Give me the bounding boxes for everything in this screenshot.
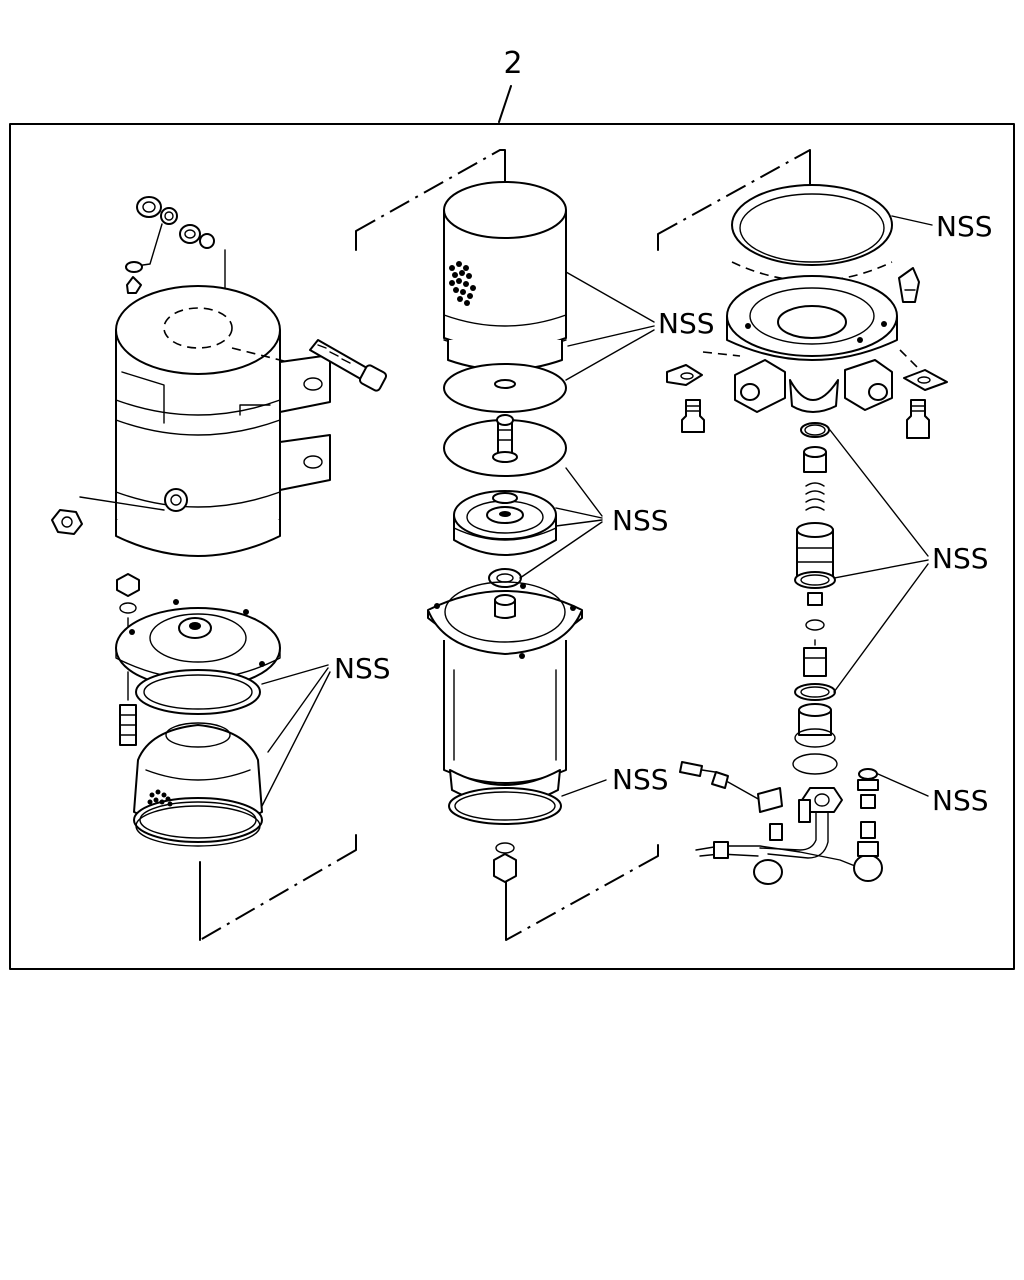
left-sediment-bowl (133, 722, 263, 847)
reference-leader (498, 85, 512, 123)
nss-1-leader (891, 215, 933, 226)
nss-7-leader (877, 773, 929, 797)
nss-6-leaders (561, 779, 607, 797)
nss-2-leaders (565, 271, 655, 381)
nss-callout-7: NSS (932, 784, 989, 817)
nss-5-leaders (829, 429, 929, 693)
nss-4-leaders (519, 467, 603, 579)
nss-3-leaders (261, 664, 331, 807)
center-filter-element (443, 181, 567, 371)
center-gasket-discs (443, 363, 567, 477)
nss-callout-3: NSS (334, 652, 391, 685)
left-top-fittings (125, 196, 226, 294)
nss-callout-2: NSS (658, 307, 715, 340)
nss-callout-6: NSS (612, 763, 669, 796)
nss-callout-4: NSS (612, 504, 669, 537)
center-drain-nut (493, 842, 517, 883)
right-filter-head (726, 275, 898, 413)
reference-number: 2 (503, 46, 522, 81)
left-housing (51, 285, 387, 557)
center-bowl-assembly (427, 568, 583, 825)
right-valve-stack (792, 422, 838, 775)
right-top-seal-ring (731, 184, 893, 282)
nss-callout-1: NSS (936, 210, 993, 243)
right-fuel-line-assembly (679, 761, 883, 885)
left-group-bracket (199, 149, 501, 941)
nss-callout-5: NSS (932, 542, 989, 575)
left-cover-assembly (115, 573, 281, 746)
right-head-hardware (666, 267, 948, 439)
assembly-frame (9, 123, 1015, 970)
center-seal-cup (453, 490, 557, 556)
